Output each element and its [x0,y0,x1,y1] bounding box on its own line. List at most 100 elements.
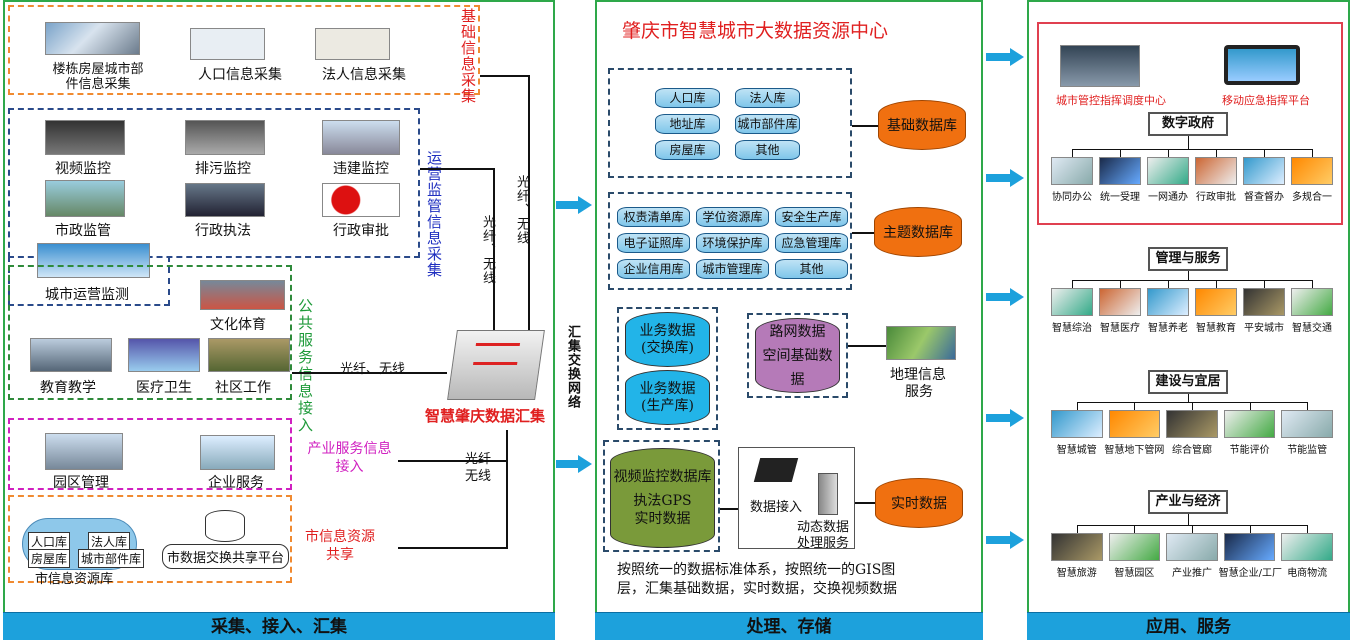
app-label[interactable]: 一网通办 [1148,192,1188,203]
biz-text: (生产库) [641,397,694,414]
arrow-head [578,196,592,214]
tree-line [1312,280,1313,288]
tree-line [1120,280,1121,288]
server-icon [818,473,838,515]
app-image [1051,533,1103,561]
tree-line [1264,280,1265,288]
app-label[interactable]: 统一受理 [1100,192,1140,203]
tree-line [1188,514,1189,525]
app-label[interactable]: 智慧综治 [1052,323,1092,334]
app-image [1099,288,1141,316]
app-label[interactable]: 产业推广 [1172,568,1212,579]
illegal-build-image [322,120,400,155]
tree-line [1307,525,1309,533]
medical-image [128,338,200,372]
arrow-head [1010,288,1024,306]
biz-text: (交换库) [641,339,694,356]
gps-text: 实时数据 [634,511,691,527]
app-label[interactable]: 综合管廊 [1172,445,1212,456]
population-image [190,28,265,60]
ops-box [8,108,420,258]
command-center-image [1060,45,1140,87]
basic-info-label: 基础信息采集 [459,8,477,104]
dynamic-text: 动态数据 [797,520,850,535]
tree-line [1188,136,1189,149]
basic-info-box [8,5,480,95]
cloud-item: 房屋库 [28,549,71,568]
app-label[interactable]: 智慧城管 [1056,445,1097,456]
link-line [848,345,886,347]
theme-db: 主题数据库 [874,207,962,257]
arrow-head [1010,409,1024,427]
link-line [398,460,508,462]
tree-line [1072,149,1312,150]
app-image [1243,157,1285,185]
arrow-right-icon [556,460,580,468]
app-label[interactable]: 智慧园区 [1114,568,1155,579]
ops-item: 行政审批 [333,223,389,239]
public-item: 文化体育 [210,317,266,333]
app-label[interactable]: 智慧企业/工厂 [1218,568,1282,579]
arrow-right-icon [986,293,1012,301]
app-label[interactable]: 协同办公 [1052,192,1092,203]
biz-box [617,307,718,430]
app-label[interactable]: 智慧养老 [1148,323,1188,334]
legal-image [315,28,390,60]
link-line [852,125,878,127]
group-title: 数字政府 [1148,112,1228,136]
group-title: 产业与经济 [1148,490,1228,514]
link-label: 光纤、无线 [514,175,529,245]
app-label[interactable]: 多规合一 [1292,192,1332,203]
arrow-right-icon [986,53,1012,61]
app-label[interactable]: 智慧交通 [1292,323,1332,334]
public-item: 社区工作 [215,380,271,396]
city-share-box [8,495,292,583]
lib-pill: 环境保护库 [696,233,769,253]
public-box [8,265,292,400]
tablet-image [1224,45,1300,85]
app-label[interactable]: 电商物流 [1287,568,1328,579]
app-label[interactable]: 智慧旅游 [1056,568,1097,579]
note-line: 按照统一的数据标准体系，按照统一的GIS图 [617,562,896,578]
biz-text: 业务数据 [639,380,696,397]
tree-line [1312,149,1313,157]
tree-line [1168,280,1169,288]
app-label[interactable]: 行政审批 [1196,192,1236,203]
app-label[interactable]: 督查督办 [1244,192,1284,203]
hub-label: 智慧肇庆数据汇集 [425,407,546,425]
tree-line [1216,280,1217,288]
digital-gov-box [1037,22,1343,225]
app-label[interactable]: 智慧教育 [1196,323,1236,334]
tree-line [1076,525,1308,526]
app-label[interactable]: 节能评价 [1229,445,1270,456]
app-label[interactable]: 平安城市 [1244,323,1284,334]
storage-footer: 处理、存储 [595,612,983,640]
population-item: 人口信息采集 [198,67,282,83]
tree-line [1264,149,1265,157]
tree-line [1216,149,1217,157]
arrow-right-icon [556,201,580,209]
tree-line [1076,525,1078,533]
app-label[interactable]: 智慧地下管网 [1104,445,1165,456]
lib-pill: 地址库 [655,114,720,134]
dynamic-text: 处理服务 [797,536,850,551]
app-label[interactable]: 节能监管 [1287,445,1328,456]
legal-item: 法人信息采集 [322,67,406,83]
app-image [1166,410,1218,438]
lib-pill: 其他 [735,140,800,160]
network-label: 汇集交换网络 [565,325,580,409]
lib-pill: 电子证照库 [617,233,690,253]
approval-image [322,183,400,217]
map-image [886,326,956,360]
public-label: 公共服务信息接入 [298,297,315,434]
lib-pill: 城市部件库 [735,114,800,134]
app-image [1291,157,1333,185]
municipal-image [45,180,125,217]
app-label[interactable]: 智慧医疗 [1100,323,1140,334]
geo-text: 地理信息 [890,367,946,383]
app-image [1051,157,1093,185]
industry-item: 企业服务 [208,475,264,491]
service-footer: 应用、服务 [1027,612,1350,640]
spatial-text: 空间基础数据 [762,347,833,388]
tree-line [1249,525,1251,533]
